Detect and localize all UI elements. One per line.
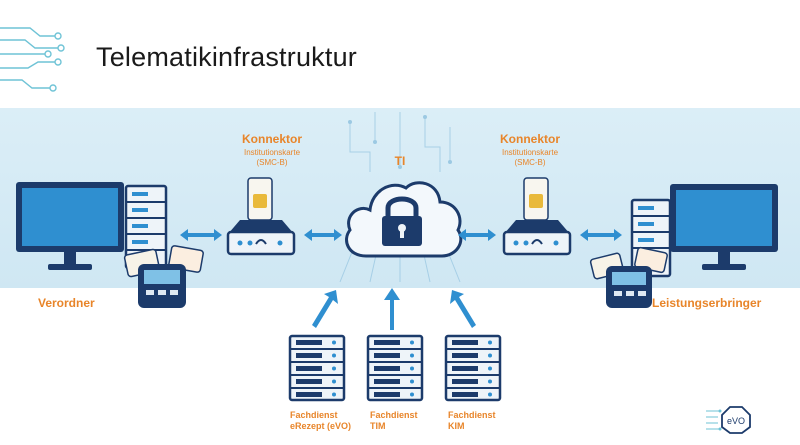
up-arrow-icon: [384, 288, 400, 330]
page-title: Telematikinfrastruktur: [96, 42, 357, 72]
double-arrow-icon: [180, 229, 222, 241]
evo-logo-icon: eVO: [706, 405, 756, 435]
desktop-computer-icon: [16, 182, 124, 270]
konnektor-left-line1: Institutionskarte: [243, 148, 301, 157]
up-arrow-icon: [312, 290, 338, 328]
double-arrow-icon: [458, 229, 496, 241]
circuit-deco-icon: [0, 27, 65, 92]
server-rack-icon: [288, 334, 346, 402]
double-arrow-icon: [580, 229, 622, 241]
ti-label: TI: [394, 154, 406, 168]
cloud-lock-icon: [345, 181, 463, 258]
double-arrow-icon: [304, 229, 342, 241]
server-rack-icon: [444, 334, 502, 402]
service-kim-label: Fachdienst KIM: [448, 410, 496, 431]
leistungserbringer-label: Leistungserbringer: [652, 296, 762, 310]
verordner-label: Verordner: [38, 296, 95, 310]
konnektor-right-line2: (SMC-B): [514, 158, 546, 167]
router-icon: [502, 177, 572, 256]
up-arrow-icon: [450, 290, 476, 328]
card-reader-icon: [123, 245, 204, 308]
konnektor-right-line1: Institutionskarte: [501, 148, 559, 157]
konnektor-right-heading: Konnektor: [500, 132, 560, 146]
evo-logo-text: eVO: [727, 416, 745, 426]
konnektor-left-heading: Konnektor: [242, 132, 302, 146]
server-tower-icon: [124, 184, 168, 270]
desktop-computer-icon: [670, 184, 778, 270]
card-reader-icon: [589, 246, 668, 308]
server-rack-icon: [366, 334, 424, 402]
router-icon: [226, 177, 296, 256]
service-tim-label: Fachdienst TIM: [370, 410, 418, 431]
service-erezept-label: Fachdienst eRezept (eVO): [290, 410, 352, 431]
konnektor-left-line2: (SMC-B): [256, 158, 288, 167]
